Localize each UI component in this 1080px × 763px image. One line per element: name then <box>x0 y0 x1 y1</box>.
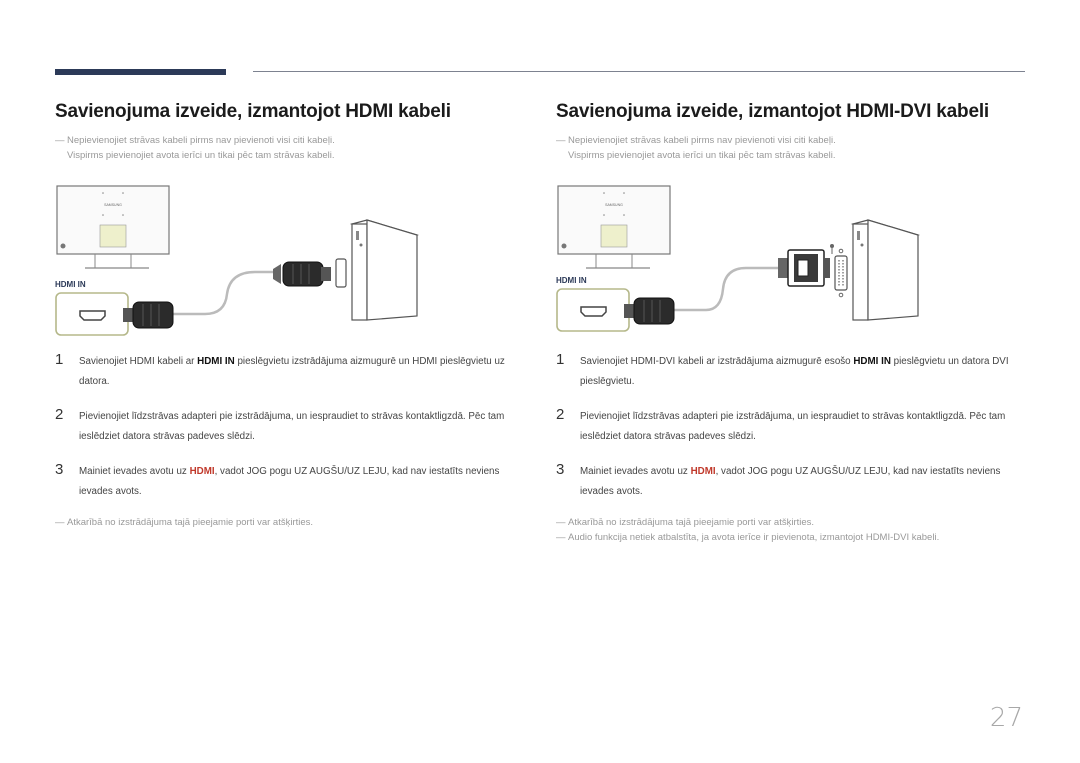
step-text: Pievienojiet līdzstrāvas adapteri pie iz… <box>79 411 505 442</box>
warning-note: ― Nepievienojiet strāvas kabeli pirms na… <box>55 133 530 163</box>
page-number: 27 <box>989 703 1023 733</box>
hdmi-in-label: HDMI IN <box>55 280 86 289</box>
step-text: Mainiet ievades avotu uz <box>580 466 691 477</box>
monitor-back-icon: SAMSUNG <box>557 185 671 269</box>
hdmi-dvi-connection-illustration: SAMSUNG HDMI IN <box>556 184 1031 344</box>
step-text: pieslēgvietu un datora DVI pieslēgvietu. <box>580 356 1009 387</box>
pc-tower-icon <box>850 219 920 321</box>
step-text: Savienojiet HDMI-DVI kabeli ar izstrādāj… <box>580 356 854 367</box>
step-text: , vadot JOG pogu UZ AUGŠU/UZ LEJU, kad n… <box>79 466 500 497</box>
dvi-plug-icon <box>778 244 834 287</box>
step-number: 1 <box>556 351 565 368</box>
hdmi-in-label: HDMI IN <box>556 276 587 285</box>
footnote-text: Audio funkcija netiek atbalstīta, ja avo… <box>568 532 940 543</box>
hdmi-diagram-svg: SAMSUNG HDMI IN <box>55 185 419 336</box>
footnote: ― Audio funkcija netiek atbalstīta, ja a… <box>556 530 1031 545</box>
section-hdmi: Savienojuma izveide, izmantojot HDMI kab… <box>55 100 530 530</box>
step-item: 3 Mainiet ievades avotu uz HDMI, vadot J… <box>556 461 1031 502</box>
section-hdmi-dvi: Savienojuma izveide, izmantojot HDMI-DVI… <box>556 100 1031 545</box>
section-title: Savienojuma izveide, izmantojot HDMI-DVI… <box>556 101 989 122</box>
brand-label: SAMSUNG <box>605 203 623 207</box>
note-dash-icon: ― <box>556 135 566 146</box>
step-item: 2 Pievienojiet līdzstrāvas adapteri pie … <box>556 406 1031 447</box>
note-dash-icon: ― <box>556 532 566 543</box>
step-item: 1 Savienojiet HDMI kabeli ar HDMI IN pie… <box>55 351 530 392</box>
hdmi-port-icon <box>55 292 129 336</box>
section-title: Savienojuma izveide, izmantojot HDMI kab… <box>55 101 451 122</box>
step-item: 1 Savienojiet HDMI-DVI kabeli ar izstrād… <box>556 351 1031 392</box>
step-number: 3 <box>55 461 64 478</box>
note-line: Nepievienojiet strāvas kabeli pirms nav … <box>568 135 836 146</box>
hdmi-plug-icon <box>123 301 174 329</box>
hdmi-connection-illustration: SAMSUNG HDMI IN <box>55 184 530 344</box>
footnotes: ― Atkarībā no izstrādājuma tajā pieejami… <box>556 515 1031 545</box>
hdmi-plug-icon <box>273 261 331 287</box>
header-rule <box>253 71 1025 72</box>
port-name: HDMI IN <box>197 356 235 367</box>
note-line: Vispirms pievienojiet avota ierīci un ti… <box>568 150 836 161</box>
hdmi-dvi-diagram-svg: SAMSUNG HDMI IN <box>556 185 920 332</box>
note-dash-icon: ― <box>55 135 65 146</box>
note-dash-icon: ― <box>556 517 566 528</box>
step-number: 2 <box>55 406 64 423</box>
step-number: 2 <box>556 406 565 423</box>
step-item: 2 Pievienojiet līdzstrāvas adapteri pie … <box>55 406 530 447</box>
note-line: Nepievienojiet strāvas kabeli pirms nav … <box>67 135 335 146</box>
cable-line <box>674 266 778 312</box>
hdmi-plug-icon <box>624 297 675 325</box>
step-list: 1 Savienojiet HDMI-DVI kabeli ar izstrād… <box>556 351 1031 502</box>
footnote: ― Atkarībā no izstrādājuma tajā pieejami… <box>556 515 1031 530</box>
step-item: 3 Mainiet ievades avotu uz HDMI, vadot J… <box>55 461 530 502</box>
brand-label: SAMSUNG <box>104 203 122 207</box>
hdmi-port-icon <box>556 288 630 332</box>
step-number: 3 <box>556 461 565 478</box>
step-text: Pievienojiet līdzstrāvas adapteri pie iz… <box>580 411 1006 442</box>
step-text: Mainiet ievades avotu uz <box>79 466 190 477</box>
monitor-back-icon: SAMSUNG <box>56 185 170 269</box>
warning-note: ― Nepievienojiet strāvas kabeli pirms na… <box>556 133 1031 163</box>
step-number: 1 <box>55 351 64 368</box>
source-name: HDMI <box>690 466 716 477</box>
cable-line <box>173 270 281 316</box>
note-line: Vispirms pievienojiet avota ierīci un ti… <box>67 150 335 161</box>
footnote-text: Atkarībā no izstrādājuma tajā pieejamie … <box>67 517 314 528</box>
step-list: 1 Savienojiet HDMI kabeli ar HDMI IN pie… <box>55 351 530 502</box>
port-name: HDMI IN <box>853 356 891 367</box>
step-text: , vadot JOG pogu UZ AUGŠU/UZ LEJU, kad n… <box>580 466 1001 497</box>
footnote: ― Atkarībā no izstrādājuma tajā pieejami… <box>55 515 530 530</box>
source-name: HDMI <box>189 466 215 477</box>
step-text: pieslēgvietu izstrādājuma aizmugurē un H… <box>79 356 505 387</box>
pc-port-icon <box>335 258 347 288</box>
header-accent-bar <box>55 69 226 75</box>
step-text: Savienojiet HDMI kabeli ar <box>79 356 198 367</box>
note-dash-icon: ― <box>55 517 65 528</box>
pc-tower-icon <box>349 219 419 321</box>
footnotes: ― Atkarībā no izstrādājuma tajā pieejami… <box>55 515 530 530</box>
footnote-text: Atkarībā no izstrādājuma tajā pieejamie … <box>568 517 815 528</box>
dvi-port-icon <box>834 248 848 298</box>
